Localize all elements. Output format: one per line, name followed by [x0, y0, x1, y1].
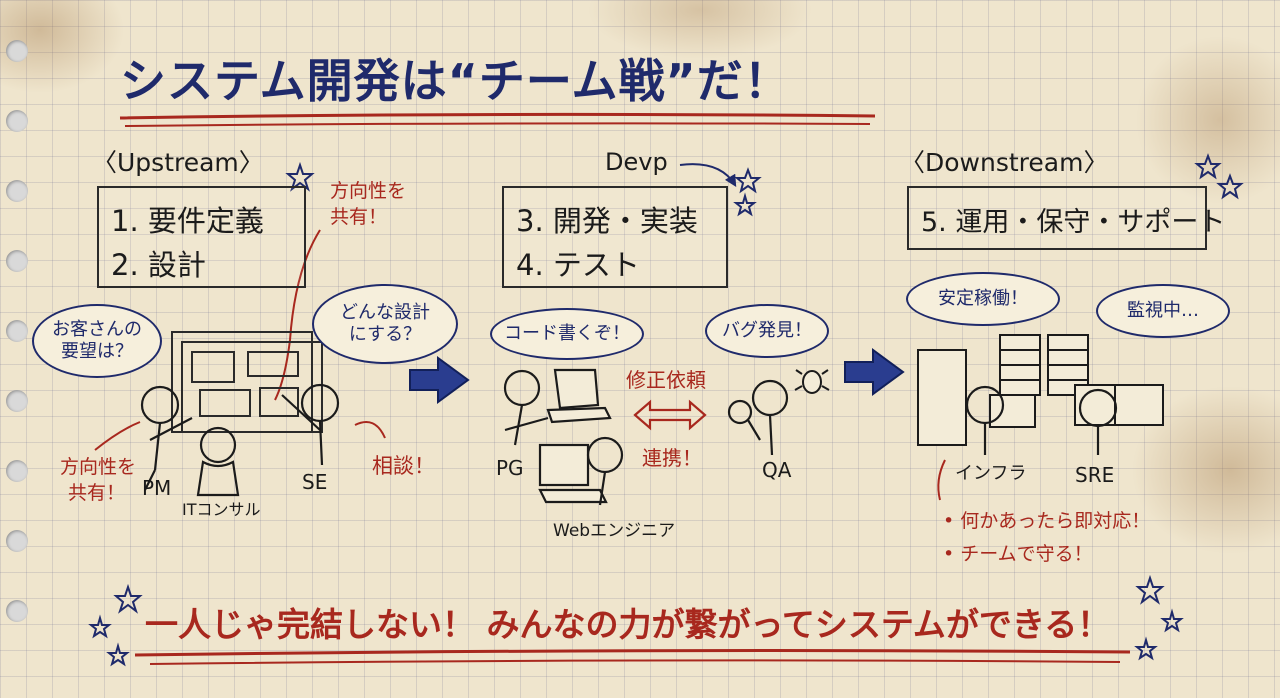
binder-hole: [6, 110, 28, 132]
footer-underline: [134, 649, 1131, 657]
consult-note: 相談！: [372, 454, 435, 478]
task-design: 2. 設計: [111, 248, 206, 282]
footer-underline: [149, 659, 1121, 665]
bubble-stable-text: 安定稼働！: [938, 287, 1028, 309]
role-pg: PG: [496, 456, 524, 480]
server-rack-icon: [917, 334, 1089, 446]
role-web: Webエンジニア: [553, 521, 676, 541]
binder-hole: [6, 180, 28, 202]
laptop-web-icon: [538, 443, 608, 504]
bubble-qa-text: バグ発見！: [722, 319, 812, 341]
person-infra-icon: [965, 385, 1005, 455]
binder-hole: [6, 320, 28, 342]
role-qa: QA: [762, 458, 792, 482]
double-arrow: [633, 399, 707, 431]
person-it-icon: [196, 426, 240, 497]
binder-hole: [6, 530, 28, 552]
star-icon: [88, 153, 1244, 667]
flow-arrow-2: [844, 348, 905, 396]
laptop-icon: [546, 368, 612, 424]
note-leader: [274, 229, 321, 401]
binder-hole: [6, 250, 28, 272]
bubble-pm: お客さんの要望は？: [32, 304, 162, 378]
task-development: 3. 開発・実装: [516, 204, 698, 238]
binder-hole: [6, 390, 28, 412]
bubble-se-line1: どんな設計: [340, 301, 430, 323]
task-test: 4. テスト: [516, 248, 640, 282]
binder-hole: [6, 460, 28, 482]
monitor-icon: [989, 384, 1164, 428]
person-pm-icon: [140, 385, 193, 491]
role-sre: SRE: [1075, 463, 1115, 487]
whiteboard-icon: [171, 331, 323, 433]
bubble-pm-line1: お客さんの: [52, 318, 142, 340]
bubble-monitor-text: 監視中…: [1127, 299, 1199, 321]
role-pm: PM: [142, 476, 172, 500]
bubble-pg: コード書くぞ！: [490, 308, 644, 360]
bubble-monitor: 監視中…: [1096, 284, 1230, 338]
title-underline: [119, 112, 876, 120]
title-underline: [124, 122, 871, 127]
bug-icon: [794, 369, 830, 394]
note-left-line1: 方向性を: [60, 456, 137, 478]
person-pg-icon: [503, 369, 549, 446]
bullet-protect: • チームで守る！: [943, 543, 1093, 565]
bullets-leader: [937, 459, 946, 501]
upstream-task-box: 1. 要件定義 2. 設計: [97, 186, 306, 288]
bubble-stable: 安定稼働！: [906, 272, 1060, 326]
downstream-task-box: 5. 運用・保守・サポート: [907, 186, 1225, 250]
devop-heading: Devp: [605, 148, 668, 176]
task-requirements: 1. 要件定義: [111, 204, 264, 238]
cooperation-label: 連携！: [642, 446, 702, 470]
fix-request-label: 修正依頼: [626, 368, 706, 392]
task-operation: 5. 運用・保守・サポート: [921, 207, 1226, 238]
binder-hole: [6, 600, 28, 622]
bubble-qa: バグ発見！: [705, 304, 829, 358]
role-se: SE: [302, 470, 328, 494]
role-infra: インフラ: [955, 463, 1027, 484]
note-top-line2: 共有！: [330, 206, 388, 228]
footer-message: 一人じゃ完結しない！ みんなの力が繋がってシステムができる！: [145, 605, 1111, 644]
bubble-pm-line2: 要望は？: [61, 341, 133, 362]
devop-arrow: [679, 163, 737, 188]
devop-task-box: 3. 開発・実装 4. テスト: [502, 186, 728, 288]
role-it: ITコンサル: [182, 500, 261, 519]
downstream-heading: 〈Downstream〉: [900, 148, 1109, 177]
upstream-heading: 〈Upstream〉: [92, 148, 264, 177]
person-sre-icon: [1078, 388, 1118, 455]
note-top-line1: 方向性を: [330, 180, 407, 202]
bubble-se: どんな設計にする？: [312, 284, 458, 364]
flow-arrow-1: [409, 356, 470, 404]
binder-hole: [6, 40, 28, 62]
person-web-icon: [586, 436, 624, 506]
bubble-se-line2: にする？: [348, 324, 422, 345]
person-qa-icon: [727, 379, 789, 456]
person-se-icon: [281, 383, 340, 466]
note-left-line2: 共有！: [68, 482, 126, 504]
note-leader: [354, 421, 386, 439]
bullet-respond: • 何かあったら即対応！: [943, 510, 1151, 532]
bubble-pg-text: コード書くぞ！: [504, 322, 630, 344]
page-title: システム開発は“チーム戦”だ！: [120, 54, 791, 108]
note-leader: [94, 421, 141, 451]
